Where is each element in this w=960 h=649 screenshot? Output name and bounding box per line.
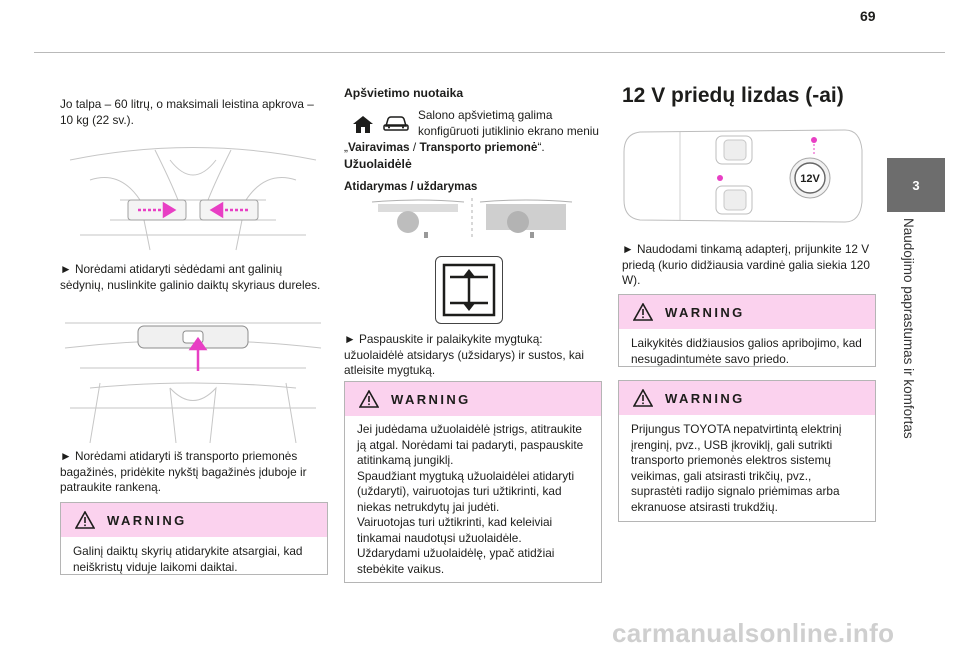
blind-subheading: Atidarymas / uždarymas xyxy=(344,180,478,193)
warning-text: Galinį daiktų skyrių atidarykite atsargi… xyxy=(73,544,303,574)
warning-title: WARNING xyxy=(391,391,471,407)
page-number: 69 xyxy=(860,8,876,24)
menu-item-vehicle: Transporto priemonė xyxy=(419,140,538,154)
warning-header: WARNING xyxy=(61,503,327,537)
warning-triangle-icon xyxy=(633,303,653,321)
warning-header: WARNING xyxy=(345,382,601,416)
top-divider xyxy=(34,52,945,53)
van-top-view-illustration: 12V xyxy=(620,120,868,232)
rear-storage-warning: WARNING Galinį daiktų skyrių atidarykite… xyxy=(60,502,328,575)
warning-header: WARNING xyxy=(619,381,875,415)
step-open-rear-seats: ► Norėdami atidaryti sėdėdami ant galini… xyxy=(60,262,321,292)
warning-text: Laikykitės didžiausios galios apribojimo… xyxy=(631,336,862,366)
menu-separator: / xyxy=(409,140,420,154)
warning-line: Spaudžiant mygtuką užuolaidėlei atidaryt… xyxy=(357,468,575,514)
sunblind-step: ► Paspauskite ir palaikykite mygtuką: už… xyxy=(344,332,584,377)
warning-line: Uždarydami užuolaidėlę, ypač atidžiai st… xyxy=(357,546,555,576)
warning-header: WARNING xyxy=(619,295,875,329)
warning-title: WARNING xyxy=(107,512,187,528)
warning-triangle-icon xyxy=(359,390,379,408)
sunblind-illustration xyxy=(368,196,576,242)
warning-triangle-icon xyxy=(75,511,95,529)
sunblind-switch-icon xyxy=(442,263,496,317)
step-open-trunk: ► Norėdami atidaryti iš transporto priem… xyxy=(60,449,307,494)
power-limit-warning: WARNING Laikykitės didžiausios galios ap… xyxy=(618,294,876,367)
menu-item-driving: Vairavimas xyxy=(347,140,410,154)
socket-label: 12V xyxy=(800,173,820,185)
home-icon xyxy=(353,116,373,133)
lighting-heading: Apšvietimo nuotaika xyxy=(344,86,464,100)
chapter-title: Naudojimo paprastumas ir komfortas xyxy=(901,218,916,439)
lighting-menu-path: „Vairavimas / Transporto priemonė“. xyxy=(344,140,602,156)
menu-open-quote: „ xyxy=(344,140,348,154)
socket-heading: 12 V priedų lizdas (-ai) xyxy=(622,84,844,107)
warning-text: Jei judėdama užuolaidėlė įstrigs, atitra… xyxy=(345,416,601,585)
warning-title: WARNING xyxy=(665,304,745,320)
warning-title: WARNING xyxy=(665,390,745,406)
intro-text: Jo talpa – 60 litrų, o maksimali leistin… xyxy=(60,97,314,127)
warning-line: Vairuotojas turi užtikrinti, kad keleivi… xyxy=(357,515,553,545)
sunblind-button[interactable] xyxy=(435,256,503,324)
unapproved-device-warning: WARNING Prijungus TOYOTA nepatvirtintą e… xyxy=(618,380,876,522)
lighting-text: Salono apšvietimą galima konfigūruoti ju… xyxy=(418,108,599,138)
socket-step: ► Naudodami tinkamą adapterį, prijunkite… xyxy=(622,242,870,287)
warning-line: Jei judėdama užuolaidėlė įstrigs, atitra… xyxy=(357,422,584,467)
menu-close-quote: “. xyxy=(537,140,545,154)
site-watermark: carmanualsonline.info xyxy=(612,618,895,648)
trunk-access-illustration xyxy=(60,313,326,444)
blind-heading: Užuolaidėlė xyxy=(344,157,412,171)
vehicle-icon xyxy=(383,116,409,131)
chapter-tab[interactable]: 3 xyxy=(887,158,945,212)
chapter-number: 3 xyxy=(912,177,920,193)
warning-text: Prijungus TOYOTA nepatvirtintą elektrinį… xyxy=(631,422,842,514)
sunblind-warning: WARNING Jei judėdama užuolaidėlė įstrigs… xyxy=(344,381,602,583)
rear-storage-illustration xyxy=(60,140,326,255)
warning-triangle-icon xyxy=(633,389,653,407)
